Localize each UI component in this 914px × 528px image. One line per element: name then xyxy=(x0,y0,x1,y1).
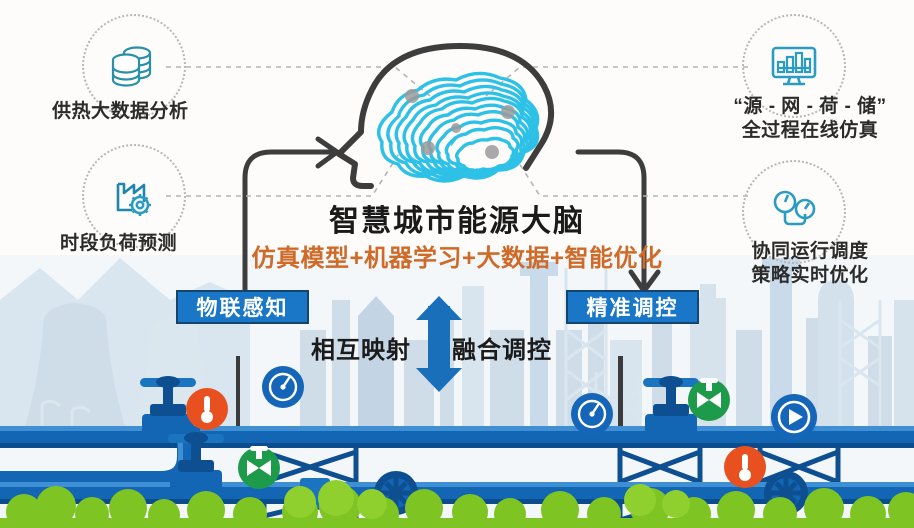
page-title: 智慧城市能源大脑 xyxy=(329,205,585,238)
connector-left xyxy=(242,149,335,293)
skyline-center xyxy=(300,262,642,440)
node-top-left-label: 供热大数据分析 xyxy=(52,101,189,122)
badge-thermometer-right[interactable] xyxy=(724,446,766,488)
monitor-chart-icon xyxy=(771,46,817,86)
brain-icon xyxy=(336,43,555,189)
double-arrow-vertical-icon xyxy=(416,296,462,392)
node-top-right-label: “源 - 网 - 荷 - 储” 全过程在线仿真 xyxy=(733,96,887,141)
badge-gauge-left[interactable] xyxy=(262,366,304,408)
page-subtitle: 仿真模型+机器学习+大数据+智能优化 xyxy=(251,245,663,272)
badge-valve-left[interactable] xyxy=(238,446,280,489)
node-top-right[interactable] xyxy=(742,14,850,122)
dashed-links xyxy=(166,66,748,197)
database-stack-icon xyxy=(111,46,152,87)
node-top-left[interactable] xyxy=(82,14,190,122)
badge-thermometer-left[interactable] xyxy=(186,388,228,430)
dash-bottom-right xyxy=(511,151,748,197)
antenna-pole-right xyxy=(618,356,623,428)
badge-valve-right[interactable] xyxy=(688,378,730,421)
dotted-ring xyxy=(742,160,846,264)
factory-gear-icon xyxy=(116,182,151,216)
label-mutual-mapping: 相互映射 xyxy=(311,337,411,364)
grass-bushes xyxy=(0,480,914,528)
dotted-ring xyxy=(82,144,186,248)
node-bottom-right-label: 协同运行调度 策略实时优化 xyxy=(751,241,869,286)
dotted-ring xyxy=(82,14,186,118)
box-iot-sensing[interactable]: 物联感知 xyxy=(176,290,309,324)
box-precise-control[interactable]: 精准调控 xyxy=(566,290,699,324)
antenna-pole xyxy=(236,356,240,442)
node-bottom-left[interactable] xyxy=(82,144,190,252)
dash-bottom-left xyxy=(166,151,401,197)
valve-upper-right xyxy=(643,376,699,442)
node-bottom-left-label: 时段负荷预测 xyxy=(60,233,178,254)
badge-play-right[interactable] xyxy=(771,394,817,440)
badge-gauge-right[interactable] xyxy=(571,393,613,435)
dual-gauge-icon xyxy=(773,190,816,226)
node-bottom-right[interactable] xyxy=(742,160,850,268)
label-fusion-control: 融合调控 xyxy=(452,337,552,364)
connector-right xyxy=(575,149,647,289)
valve-lower-left xyxy=(168,432,224,498)
dotted-ring xyxy=(742,14,846,118)
